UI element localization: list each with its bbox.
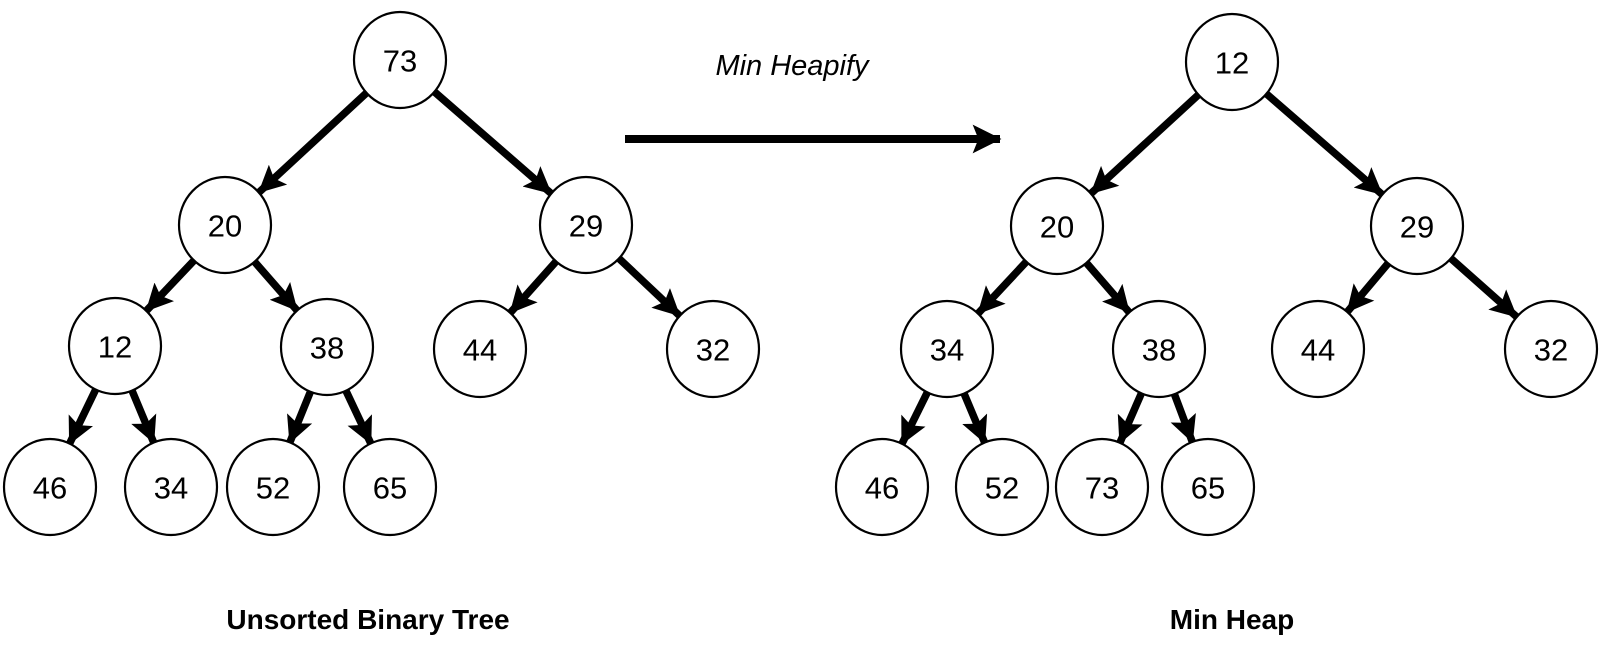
tree-node-value: 29 [1400, 210, 1434, 245]
tree-node-min-heap-65: 65 [1160, 437, 1256, 537]
tree-node-circle [2, 437, 98, 537]
tree-edge-arrow [898, 388, 933, 446]
tree-node-circle [899, 299, 995, 399]
tree-edge-arrow [959, 389, 989, 444]
tree-node-min-heap-32: 32 [1503, 299, 1599, 399]
tree-node-circle [67, 296, 163, 396]
tree-node-unsorted-binary-tree-65: 65 [342, 437, 438, 537]
tree-node-value: 73 [383, 44, 417, 79]
tree-node-circle [279, 297, 375, 397]
tree-edge-arrow [256, 88, 372, 195]
tree-edge-arrow [127, 386, 158, 444]
tree-node-circle [123, 437, 219, 537]
tree-node-circle [1009, 176, 1105, 276]
tree-node-min-heap-46: 46 [834, 437, 930, 537]
tree-node-min-heap-29: 29 [1369, 176, 1465, 276]
tree-node-value: 38 [310, 331, 344, 366]
tree-node-circle [1503, 299, 1599, 399]
tree-node-unsorted-binary-tree-29: 29 [538, 175, 634, 275]
tree-node-value: 32 [696, 333, 730, 368]
tree-node-unsorted-binary-tree-46: 46 [2, 437, 98, 537]
tree-node-circle [432, 299, 528, 399]
right-tree-caption: Min Heap [1169, 604, 1295, 635]
tree-edge-arrow [975, 256, 1032, 316]
tree-node-unsorted-binary-tree-20: 20 [177, 175, 273, 275]
tree-node-value: 34 [154, 471, 188, 506]
tree-edge-arrow [66, 385, 101, 446]
tree-node-value: 65 [373, 471, 407, 506]
tree-node-value: 20 [208, 209, 242, 244]
tree-node-min-heap-38: 38 [1111, 299, 1207, 399]
tree-edges-layer [66, 87, 1519, 446]
tree-node-value: 32 [1534, 333, 1568, 368]
tree-node-circle [1184, 12, 1280, 112]
tree-node-circle [1111, 299, 1207, 399]
tree-edge-arrow [1344, 258, 1393, 315]
tree-node-min-heap-20: 20 [1009, 176, 1105, 276]
tree-node-circle [1054, 437, 1150, 537]
tree-node-value: 12 [98, 330, 132, 365]
tree-node-value: 44 [1301, 333, 1335, 368]
left-tree-caption: Unsorted Binary Tree [226, 604, 510, 635]
tree-node-value: 44 [463, 333, 497, 368]
tree-edge-arrow [614, 253, 682, 319]
tree-node-unsorted-binary-tree-12: 12 [67, 296, 163, 396]
tree-edge-arrow [1116, 389, 1147, 445]
tree-edge-arrow [286, 387, 316, 444]
tree-node-unsorted-binary-tree-73: 73 [352, 10, 448, 110]
tree-node-value: 46 [865, 471, 899, 506]
tree-node-unsorted-binary-tree-44: 44 [432, 299, 528, 399]
tree-node-min-heap-34: 34 [899, 299, 995, 399]
tree-node-min-heap-52: 52 [954, 437, 1050, 537]
tree-node-value: 29 [569, 209, 603, 244]
tree-edge-arrow [341, 386, 375, 445]
tree-node-min-heap-12: 12 [1184, 12, 1280, 112]
tree-node-value: 52 [985, 471, 1019, 506]
tree-node-value: 20 [1040, 210, 1074, 245]
tree-node-circle [665, 299, 761, 399]
tree-node-value: 34 [930, 333, 964, 368]
tree-edge-arrow [249, 257, 300, 313]
tree-node-circle [1270, 299, 1366, 399]
tree-node-circle [1160, 437, 1256, 537]
tree-node-circle [177, 175, 273, 275]
tree-edge-arrow [143, 255, 199, 314]
tree-node-circle [538, 175, 634, 275]
tree-node-value: 65 [1191, 471, 1225, 506]
tree-node-circle [352, 10, 448, 110]
tree-node-value: 38 [1142, 333, 1176, 368]
tree-edge-arrow [1169, 390, 1196, 444]
tree-node-circle [225, 437, 321, 537]
tree-node-value: 46 [33, 471, 67, 506]
tree-node-circle [342, 437, 438, 537]
tree-edge-arrow [507, 256, 561, 316]
tree-node-circle [954, 437, 1050, 537]
tree-node-value: 52 [256, 471, 290, 506]
tree-node-min-heap-44: 44 [1270, 299, 1366, 399]
tree-node-unsorted-binary-tree-38: 38 [279, 297, 375, 397]
tree-nodes-layer: 73 20 29 12 38 44 32 46 34 52 65 12 20 29 34 38 44 32 46 52… [2, 10, 1599, 537]
tree-node-value: 12 [1215, 46, 1249, 81]
tree-edge-arrow [1081, 258, 1132, 315]
tree-node-min-heap-73: 73 [1054, 437, 1150, 537]
tree-edge-arrow [1261, 89, 1385, 197]
tree-edge-arrow [429, 87, 554, 196]
tree-edge-arrow [1088, 90, 1204, 196]
tree-node-circle [1369, 176, 1465, 276]
tree-node-unsorted-binary-tree-34: 34 [123, 437, 219, 537]
heapify-label: Min Heapify [715, 50, 869, 82]
tree-node-circle [834, 437, 930, 537]
tree-edge-arrow [1446, 253, 1519, 320]
tree-node-unsorted-binary-tree-32: 32 [665, 299, 761, 399]
tree-node-value: 73 [1085, 471, 1119, 506]
tree-node-unsorted-binary-tree-52: 52 [225, 437, 321, 537]
